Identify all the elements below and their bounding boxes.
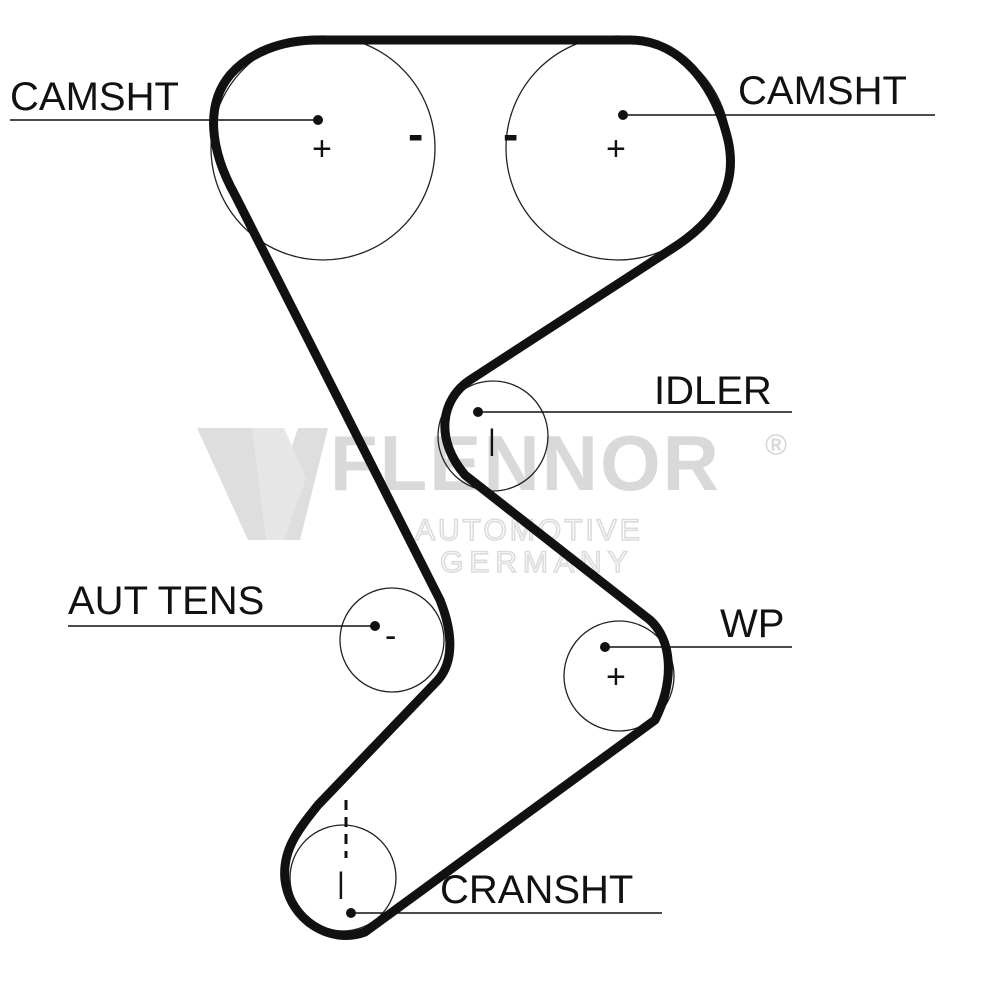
label-water-pump: WP xyxy=(720,602,784,646)
pulley-water-pump xyxy=(563,620,675,732)
sign-camshaft-left-plus: + xyxy=(312,130,332,168)
watermark-registered: ® xyxy=(765,429,787,462)
label-idler: IDLER xyxy=(654,369,772,413)
sign-auto-tensioner-minus: - xyxy=(385,617,396,655)
watermark-line2: GERMANY xyxy=(440,546,634,579)
sign-crankshaft-tick: | xyxy=(337,867,345,900)
sign-camshaft-right-plus: + xyxy=(606,130,626,168)
component-labels: CAMSHT CAMSHT IDLER AUT TENS WP CRANSHT xyxy=(10,69,907,912)
label-camshaft-left: CAMSHT xyxy=(10,75,179,119)
leader-lines xyxy=(10,114,935,914)
timing-belt xyxy=(209,35,736,940)
pulley-signs: + - - + | - + | xyxy=(312,108,626,900)
pulley-auto-tensioner xyxy=(339,587,445,693)
sign-idler-tick: | xyxy=(488,424,496,457)
watermark-brand: FLENNOR xyxy=(330,419,721,507)
label-crankshaft: CRANSHT xyxy=(440,868,633,912)
sign-camshaft-left-minus: - xyxy=(408,108,423,160)
sign-camshaft-right-minus: - xyxy=(503,108,518,160)
label-camshaft-right: CAMSHT xyxy=(738,69,907,113)
pulley-idler xyxy=(437,380,549,492)
sign-water-pump-plus: + xyxy=(606,658,626,696)
watermark-logo-mark-2 xyxy=(252,428,306,540)
label-auto-tensioner: AUT TENS xyxy=(68,579,264,623)
